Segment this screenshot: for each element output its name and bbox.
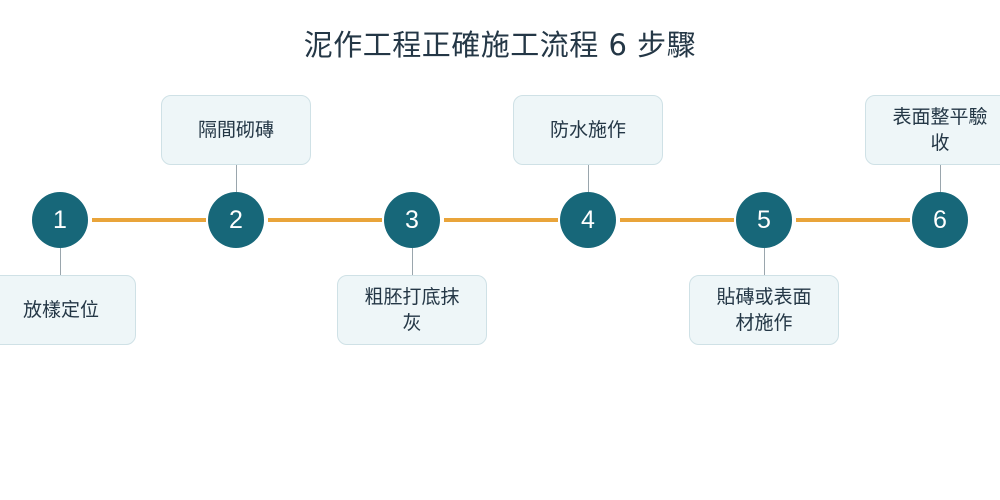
step-1-label-box: 放樣定位 bbox=[0, 275, 136, 345]
tick-step-6 bbox=[940, 165, 941, 192]
step-6-label-box: 表面整平驗收 bbox=[865, 95, 1000, 165]
step-2-label: 隔間砌磚 bbox=[197, 119, 274, 141]
step-2-node: 2 bbox=[208, 192, 264, 248]
diagram-title: 泥作工程正確施工流程 6 步驟 bbox=[303, 28, 697, 62]
step-4-label-box: 防水施作 bbox=[513, 95, 663, 165]
step-5-node: 5 bbox=[736, 192, 792, 248]
step-1-node: 1 bbox=[32, 192, 88, 248]
tick-step-3 bbox=[412, 248, 413, 275]
step-5-label-box: 貼磚或表面材施作 bbox=[689, 275, 839, 345]
step-5-number: 5 bbox=[757, 205, 771, 234]
step-3-label-box: 粗胚打底抹灰 bbox=[337, 275, 487, 345]
step-3-node: 3 bbox=[384, 192, 440, 248]
connector-1-2 bbox=[92, 218, 206, 222]
tick-step-1 bbox=[60, 248, 61, 275]
step-6-label: 表面整平驗收 bbox=[892, 106, 988, 154]
step-3-label: 粗胚打底抹灰 bbox=[364, 286, 460, 334]
step-2-number: 2 bbox=[229, 205, 243, 234]
tick-step-4 bbox=[588, 165, 589, 192]
step-4-node: 4 bbox=[560, 192, 616, 248]
step-5-label: 貼磚或表面材施作 bbox=[716, 286, 812, 334]
step-1-label: 放樣定位 bbox=[22, 299, 99, 321]
connector-4-5 bbox=[620, 218, 734, 222]
step-4-label: 防水施作 bbox=[549, 119, 626, 141]
connector-5-6 bbox=[796, 218, 910, 222]
step-3-number: 3 bbox=[405, 205, 419, 234]
connector-3-4 bbox=[444, 218, 558, 222]
connector-2-3 bbox=[268, 218, 382, 222]
tick-step-2 bbox=[236, 165, 237, 192]
tick-step-5 bbox=[764, 248, 765, 275]
step-6-number: 6 bbox=[933, 205, 947, 234]
step-6-node: 6 bbox=[912, 192, 968, 248]
step-1-number: 1 bbox=[53, 205, 67, 234]
step-2-label-box: 隔間砌磚 bbox=[161, 95, 311, 165]
step-4-number: 4 bbox=[581, 205, 595, 234]
